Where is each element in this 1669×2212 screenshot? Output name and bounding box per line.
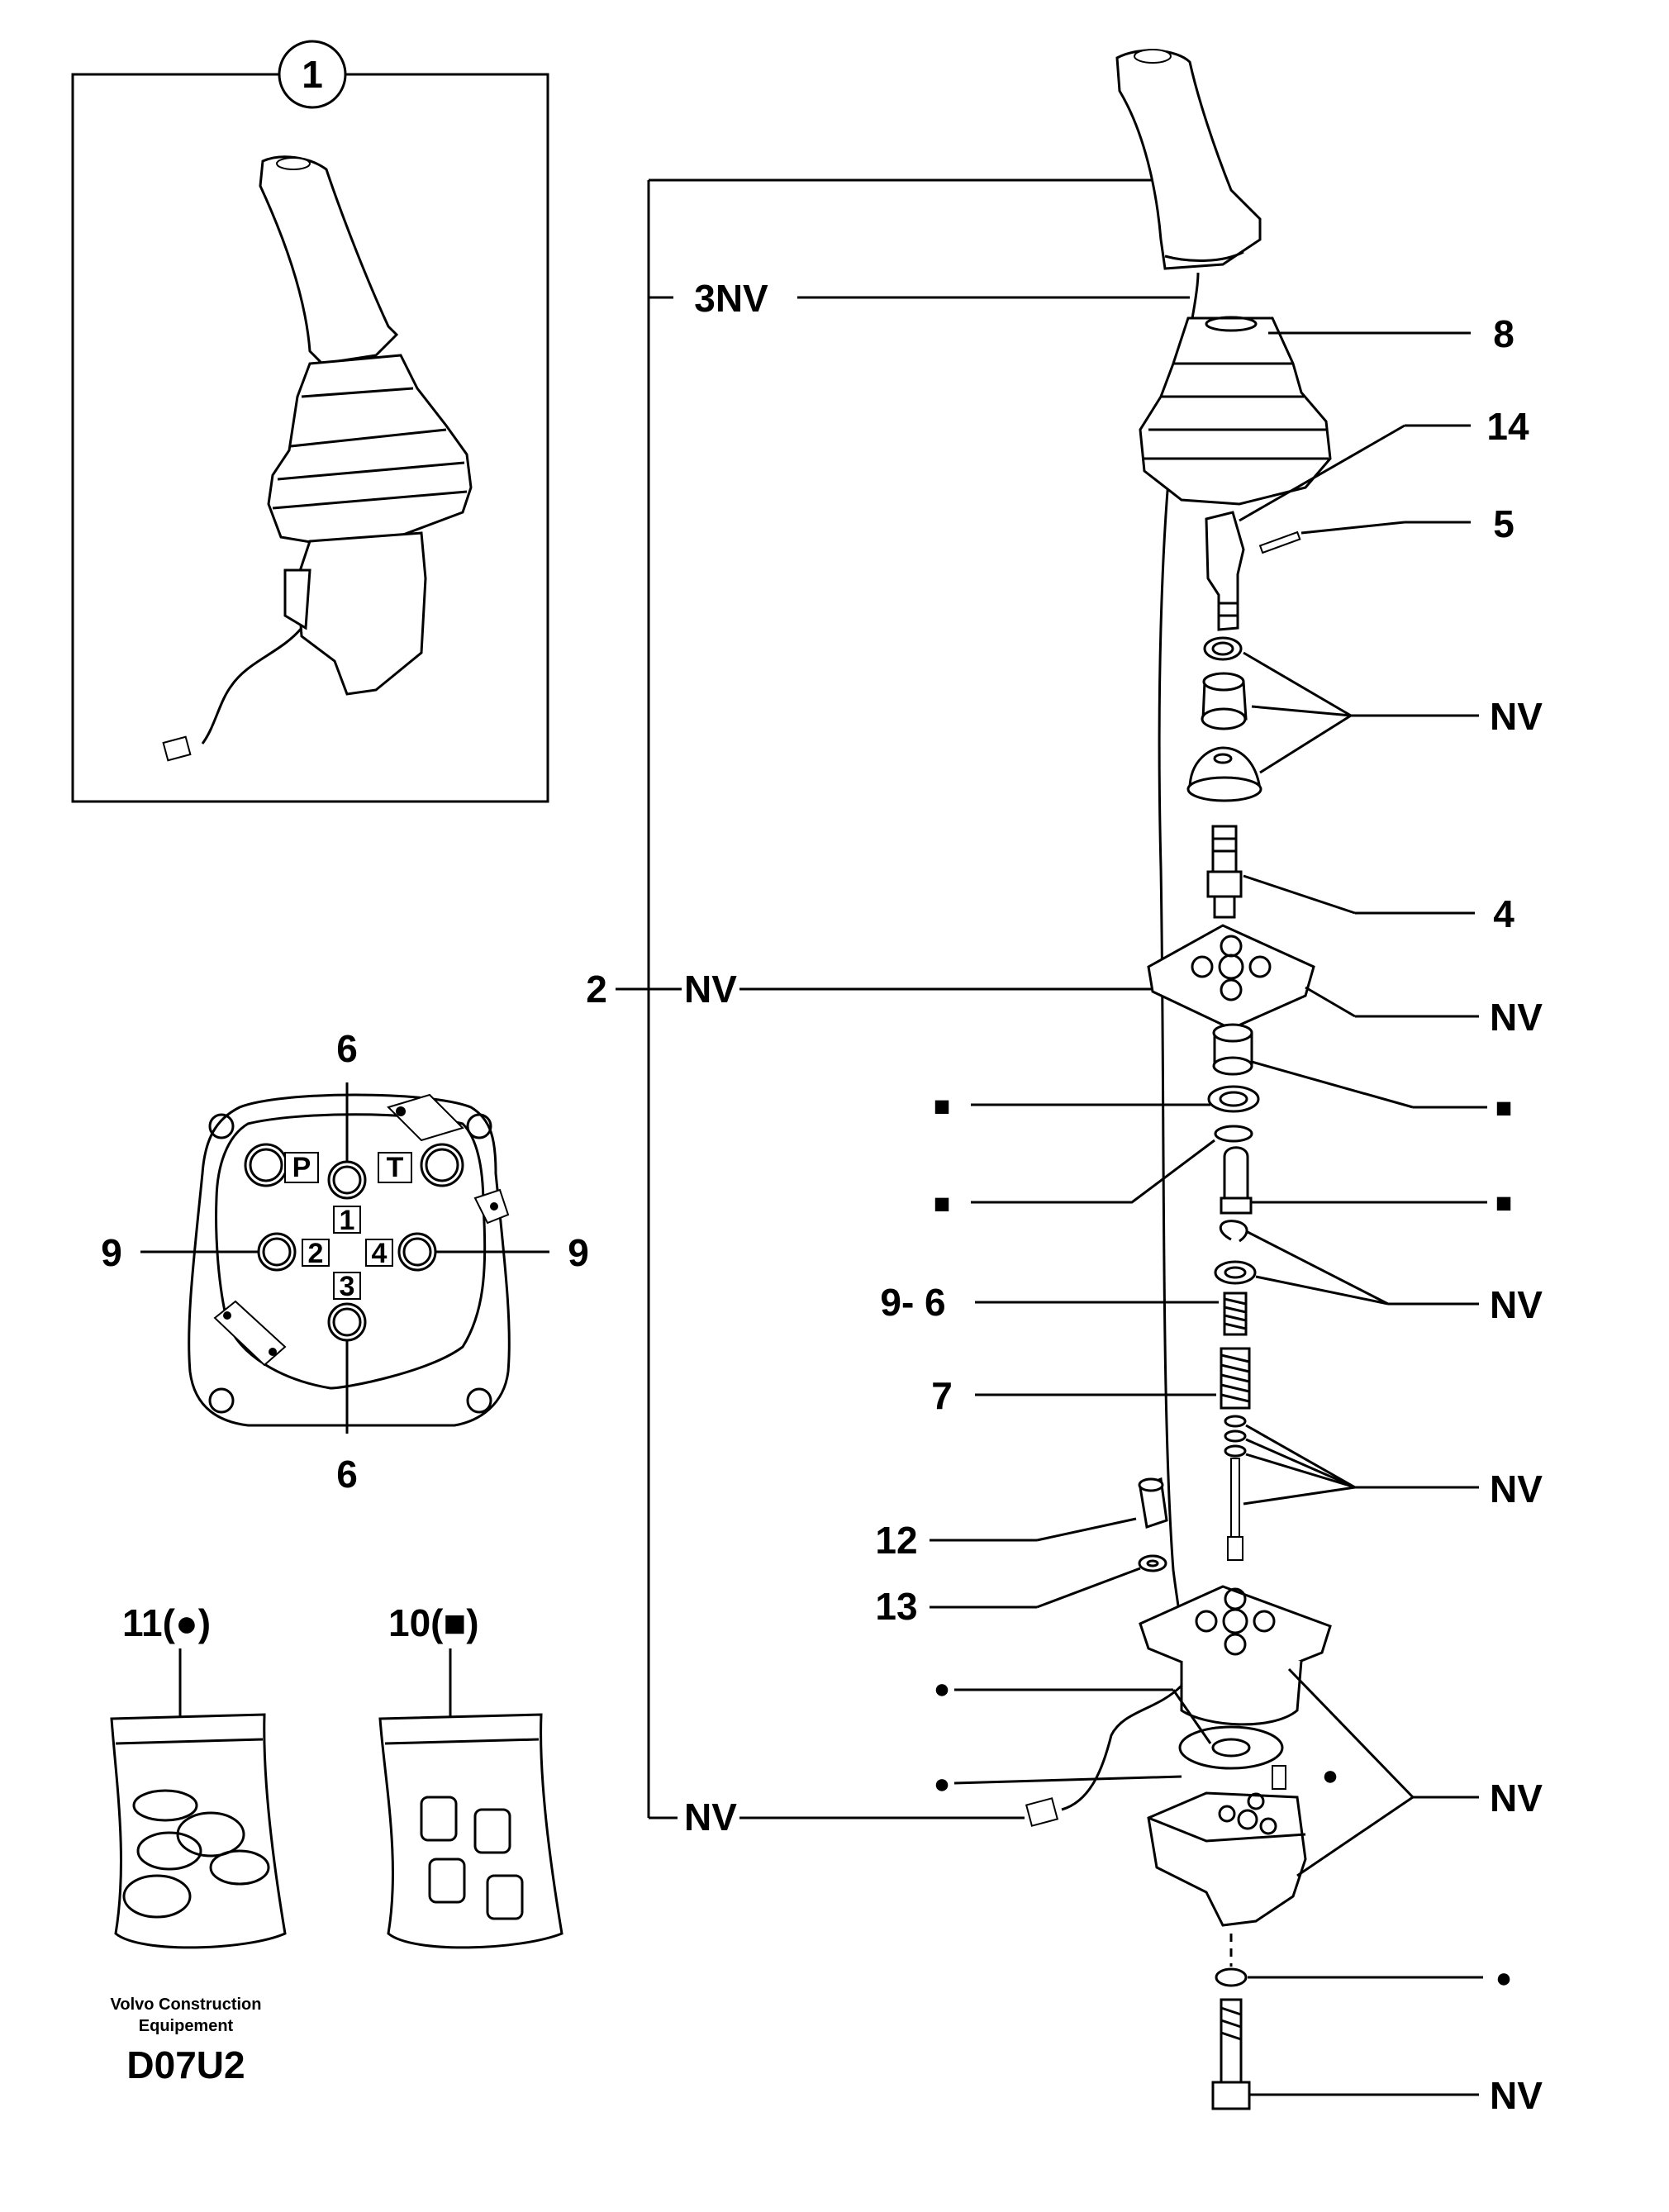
callout-dot-3: ● [1322, 1760, 1339, 1791]
callout-nv-1: NV [1490, 695, 1543, 738]
callout-1: 1 [302, 53, 323, 96]
part-connector [1025, 1797, 1059, 1827]
callout-7: 7 [931, 1374, 953, 1417]
callout-10: 10(■) [388, 1601, 479, 1644]
callout-8: 8 [1493, 312, 1514, 355]
company-name-line1: Volvo Construction [111, 1996, 262, 2014]
part-circlip [1220, 1220, 1248, 1243]
port-label-1: 1 [340, 1205, 355, 1236]
port-label-3: 3 [340, 1271, 355, 1302]
part-boot [1139, 316, 1332, 506]
callout-6-top: 6 [336, 1027, 358, 1070]
part-seal [1207, 1085, 1260, 1113]
part-dowel [1272, 1765, 1286, 1790]
callout-3nv: 3NV [694, 277, 768, 320]
part-shim [1224, 1415, 1247, 1428]
callout-12: 12 [875, 1519, 917, 1562]
callout-nv-2: NV [684, 968, 737, 1011]
drawing-code: D07U2 [126, 2043, 245, 2086]
callout-9-left: 9 [101, 1231, 122, 1274]
part-plate [1147, 924, 1315, 1030]
callout-square-4: ■ [1495, 1187, 1513, 1219]
part-handle [1115, 49, 1262, 270]
callout-square-3: ■ [934, 1188, 951, 1220]
part-universal-joint [1206, 825, 1243, 919]
part-spring-small [1223, 1292, 1248, 1336]
callout-nv-7: NV [1490, 1777, 1543, 1820]
part-lever [1205, 511, 1245, 631]
part-guide-bushing [1212, 1023, 1253, 1076]
part-plunger [1223, 1146, 1249, 1200]
port-label-t: T [387, 1152, 404, 1183]
part-base [1147, 1791, 1307, 1927]
part-washer [1138, 1554, 1167, 1572]
part-gasket [1178, 1725, 1284, 1770]
part-spring-large [1220, 1347, 1251, 1410]
callout-dot-4: ● [1495, 1962, 1513, 1994]
company-name-line2: Equipement [139, 2017, 234, 2035]
callout-4: 4 [1493, 892, 1514, 935]
part-pin [1258, 530, 1301, 554]
callout-nv-4: NV [1490, 1283, 1543, 1326]
part-nut-sleeve-cone [1186, 636, 1262, 802]
callout-dot-2: ● [934, 1768, 951, 1800]
callout-11: 11(●) [122, 1601, 211, 1644]
callout-nv-8: NV [1490, 2074, 1543, 2117]
assembly-bracket: 2 [586, 178, 1173, 1820]
part-bottom-o-ring [1215, 1967, 1248, 1987]
callout-dot-1: ● [934, 1673, 951, 1705]
callout-5: 5 [1493, 502, 1514, 545]
seal-kit-bag-11: 11(●) [110, 1601, 287, 1949]
callout-square-1: ■ [1495, 1092, 1513, 1124]
callout-14: 14 [1486, 405, 1529, 448]
part-cover [1139, 1585, 1332, 1726]
port-layout-diagram: P T 1 2 4 3 6 6 9 9 [101, 1027, 589, 1496]
seal-kit-bag-10: 10(■) [378, 1601, 563, 1949]
part-spring-seat [1214, 1260, 1257, 1285]
callout-nv-6: NV [684, 1796, 737, 1839]
assembled-joystick-inset: 1 [71, 40, 549, 803]
port-label-2: 2 [308, 1238, 324, 1269]
callout-nv-5: NV [1490, 1468, 1543, 1510]
callout-square-2: ■ [934, 1091, 951, 1122]
part-bolt [1211, 1998, 1251, 2110]
part-o-ring [1214, 1125, 1253, 1143]
callout-9-right: 9 [568, 1231, 589, 1274]
callout-13: 13 [875, 1585, 917, 1628]
callout-9-6: 9- 6 [880, 1281, 945, 1324]
callout-nv-3: NV [1490, 996, 1543, 1039]
callout-2: 2 [586, 968, 607, 1011]
callout-6-bottom: 6 [336, 1453, 358, 1496]
port-label-p: P [292, 1152, 311, 1183]
port-label-4: 4 [372, 1238, 388, 1269]
